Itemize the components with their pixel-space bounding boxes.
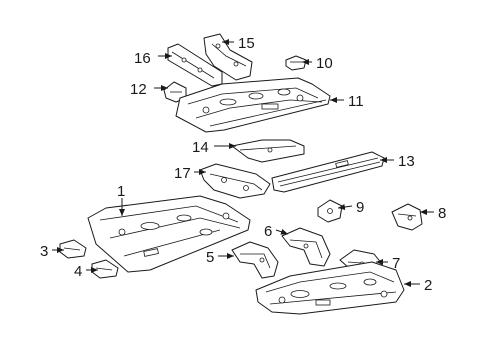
callout-3: 3 [40,243,48,260]
part-17-cross-member[interactable] [199,163,271,199]
callout-13: 13 [398,153,415,170]
callout-14: 14 [192,139,209,156]
part-13-side-sill[interactable] [271,151,385,193]
callout-10: 10 [316,55,333,72]
callout-4: 4 [74,263,82,280]
part-6-bracket[interactable] [281,227,331,267]
part-16-rail[interactable] [167,43,223,87]
part-11-rear-floor-pan[interactable] [175,77,331,133]
callout-7: 7 [392,255,400,272]
callout-11: 11 [348,93,364,110]
callout-12: 12 [130,81,147,98]
leader-6 [275,228,289,235]
part-4-bracket[interactable] [91,259,119,279]
part-9-bracket[interactable] [317,199,343,223]
part-3-bracket[interactable] [59,239,87,259]
part-8-bracket[interactable] [391,203,423,231]
callout-6: 6 [264,223,272,240]
leader-9 [337,204,353,210]
callout-5: 5 [206,249,214,266]
part-14-cross-member[interactable] [231,139,305,163]
callout-17: 17 [174,165,191,182]
callout-1: 1 [117,183,125,200]
callout-labels: 16 15 10 12 11 14 17 13 1 3 4 5 6 9 7 8 … [40,35,446,294]
callout-8: 8 [438,205,446,222]
leader-lines [52,39,434,287]
callout-15: 15 [238,35,255,52]
callout-16: 16 [134,50,151,67]
part-1-front-floor-pan[interactable] [87,195,251,273]
part-5-bracket[interactable] [231,241,279,279]
callout-2: 2 [424,277,432,294]
part-10-bracket[interactable] [285,55,307,71]
part-2-floor-pan[interactable] [255,261,405,315]
callout-9: 9 [356,199,364,216]
